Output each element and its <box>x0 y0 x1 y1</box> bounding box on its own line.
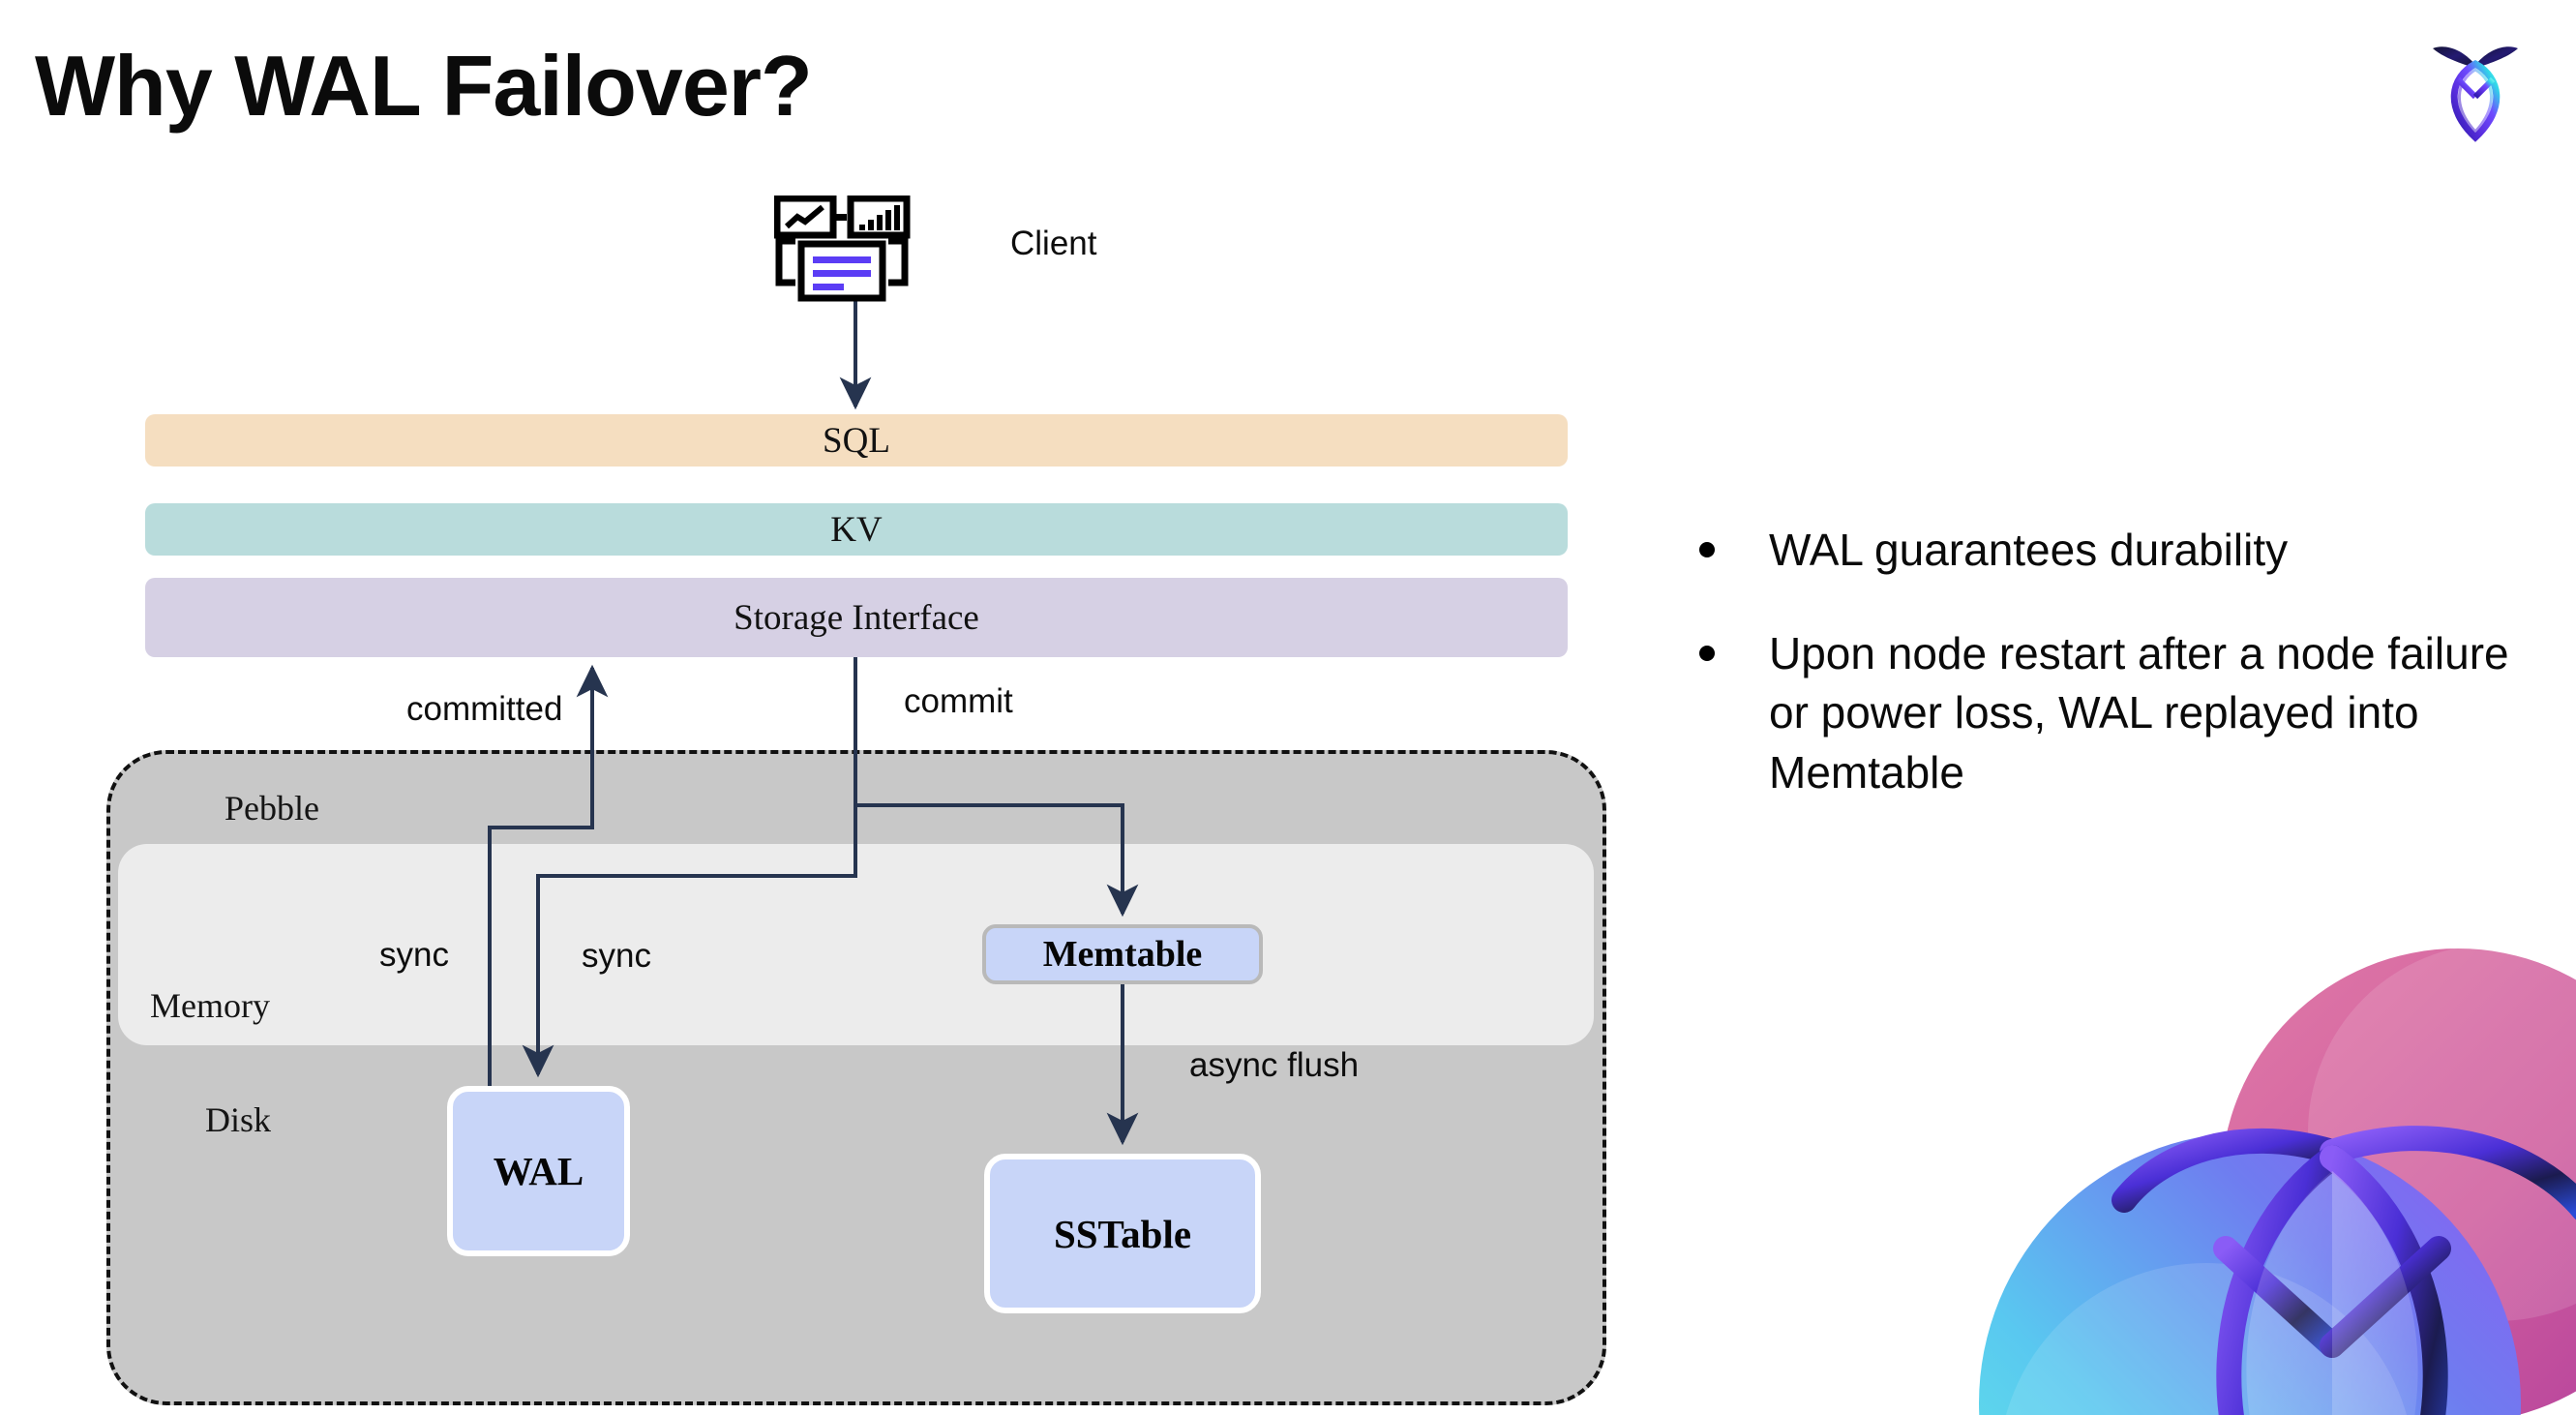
node-wal[interactable]: WAL <box>447 1086 630 1256</box>
list-item: Upon node restart after a node failure o… <box>1699 624 2512 802</box>
cockroachdb-logo <box>2417 35 2533 145</box>
client-device-icon <box>773 195 939 302</box>
page-title: Why WAL Failover? <box>35 38 813 134</box>
layer-kv[interactable]: KV <box>145 503 1568 556</box>
diagram-connectors <box>488 300 1139 1146</box>
node-memtable[interactable]: Memtable <box>982 924 1263 984</box>
edge-label-sync-1: sync <box>379 936 449 974</box>
disk-label: Disk <box>205 1100 272 1139</box>
edge-label-committed: committed <box>406 690 563 728</box>
edge-label-async-flush: async flush <box>1189 1046 1360 1084</box>
layer-sql[interactable]: SQL <box>145 414 1568 467</box>
layer-storage-interface[interactable]: Storage Interface <box>145 578 1568 657</box>
decorative-gradient-artwork <box>1916 929 2576 1415</box>
architecture-diagram: Pebble Memory Disk <box>106 195 1606 1405</box>
bullet-text: Upon node restart after a node failure o… <box>1769 628 2509 798</box>
list-item: WAL guarantees durability <box>1699 521 2512 580</box>
memory-label: Memory <box>150 986 270 1025</box>
node-sstable[interactable]: SSTable <box>984 1154 1261 1313</box>
client-label: Client <box>1010 225 1097 262</box>
bullet-dot-icon <box>1699 542 1715 557</box>
edge-label-commit: commit <box>904 682 1013 720</box>
pebble-label: Pebble <box>225 789 319 828</box>
bullet-dot-icon <box>1699 646 1715 662</box>
bullet-text: WAL guarantees durability <box>1769 525 2289 575</box>
bullet-list: WAL guarantees durability Upon node rest… <box>1699 521 2512 847</box>
edge-label-sync-2: sync <box>582 937 651 975</box>
